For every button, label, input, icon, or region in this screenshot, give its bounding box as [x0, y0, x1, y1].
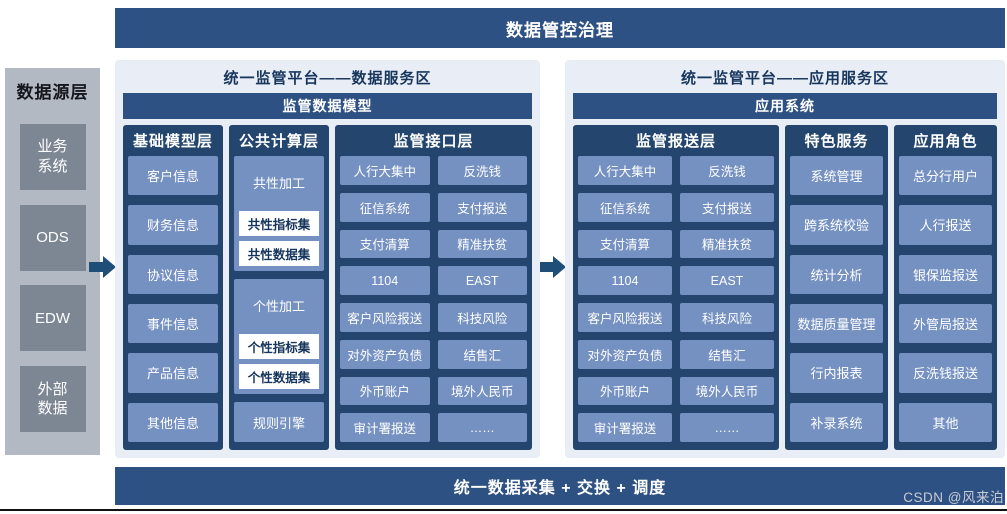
regulatory-data-model-bar: 监管数据模型: [123, 93, 532, 119]
diagram-box: 科技风险: [437, 303, 527, 332]
diagram-box: EAST: [437, 266, 527, 295]
diagram-box: 行内报表: [790, 353, 883, 393]
diagram-box: 反洗钱报送: [899, 353, 992, 393]
diagram-box: 统计分析: [790, 254, 883, 294]
diagram-box: 跨系统校验: [790, 205, 883, 245]
diagram-box: 境外人民币: [437, 376, 527, 406]
diagram-box: 银保监报送: [899, 254, 992, 294]
diagram-box: 反洗钱: [680, 156, 774, 185]
column-regulatory-interface-layer: 监管接口层 人行大集中 反洗钱 征信系统 支付报送 支付清算 精准扶贫 1104…: [335, 125, 532, 450]
csdn-watermark: CSDN @风来泊: [903, 490, 1004, 505]
diagram-box: 系统管理: [790, 156, 883, 196]
data-service-zone-panel: 统一监管平台——数据服务区 监管数据模型 基础模型层 客户信息 财务信息 协议信…: [115, 60, 540, 458]
special-service-items: 系统管理 跨系统校验 统计分析 数据质量管理 行内报表 补录系统: [790, 156, 883, 442]
rule-engine-box: 规则引擎: [234, 402, 324, 442]
diagram-box: 总分行用户: [899, 156, 992, 196]
diagram-box: 外币账户: [340, 376, 430, 406]
diagram-box: 精准扶贫: [680, 229, 774, 259]
diagram-box: EAST: [680, 266, 774, 295]
column-common-compute-layer: 公共计算层 共性加工 共性指标集 共性数据集 个性加工 个性指标集 个性数据集 …: [229, 125, 329, 450]
app-service-zone-title: 统一监管平台——应用服务区: [680, 70, 889, 87]
diagram-box-ellipsis: ……: [680, 413, 774, 442]
diagram-box: 补录系统: [790, 402, 883, 442]
diagram-box: 协议信息: [128, 254, 218, 294]
bottom-divider-line: [0, 509, 1007, 511]
column-base-model-layer: 基础模型层 客户信息 财务信息 协议信息 事件信息 产品信息 其他信息: [123, 125, 223, 450]
diagram-box: 支付报送: [680, 192, 774, 222]
diagram-box: 反洗钱: [437, 156, 527, 185]
diagram-box-white: 共性数据集: [239, 241, 319, 267]
diagram-box-white: 共性指标集: [239, 211, 319, 237]
source-box-external-data: 外部 数据: [19, 366, 86, 433]
diagram-box: 财务信息: [128, 205, 218, 245]
common-processing-group: 共性加工 共性指标集 共性数据集: [234, 156, 324, 272]
diagram-box: 人行大集中: [578, 156, 672, 185]
diagram-box: 对外资产负债: [340, 339, 430, 369]
column-title: 基础模型层: [132, 133, 213, 150]
data-source-items: 业务 系统 ODS EDW 外部 数据: [5, 103, 100, 455]
bottom-banner-unified-collection: 统一数据采集 + 交换 + 调度: [115, 467, 1005, 505]
diagram-box: 对外资产负债: [578, 339, 672, 369]
report-items-grid: 人行大集中 反洗钱 征信系统 支付报送 支付清算 精准扶贫 1104 EAST …: [578, 156, 774, 442]
application-role-items: 总分行用户 人行报送 银保监报送 外管局报送 反洗钱报送 其他: [899, 156, 992, 442]
diagram-box: 客户风险报送: [578, 303, 672, 332]
column-special-services: 特色服务 系统管理 跨系统校验 统计分析 数据质量管理 行内报表 补录系统: [785, 125, 888, 450]
diagram-box-white: 个性数据集: [239, 364, 319, 390]
column-application-roles: 应用角色 总分行用户 人行报送 银保监报送 外管局报送 反洗钱报送 其他: [894, 125, 997, 450]
source-box-ods: ODS: [19, 204, 86, 271]
column-title: 公共计算层: [238, 133, 319, 150]
diagram-box: 境外人民币: [680, 376, 774, 406]
source-box-business-system: 业务 系统: [19, 123, 86, 190]
diagram-box: 外管局报送: [899, 303, 992, 344]
column-regulatory-report-layer: 监管报送层 人行大集中 反洗钱 征信系统 支付报送 支付清算 精准扶贫 1104…: [573, 125, 779, 450]
diagram-box: 结售汇: [437, 339, 527, 369]
diagram-box-white: 个性指标集: [239, 334, 319, 360]
diagram-box: 1104: [578, 266, 672, 295]
diagram-box: 支付清算: [340, 229, 430, 259]
diagram-box: 1104: [340, 266, 430, 295]
interface-items-grid: 人行大集中 反洗钱 征信系统 支付报送 支付清算 精准扶贫 1104 EAST …: [340, 156, 527, 442]
data-service-zone-title: 统一监管平台——数据服务区: [223, 70, 432, 87]
group-label: 个性加工: [252, 298, 305, 314]
diagram-box: 支付清算: [578, 229, 672, 259]
diagram-box: 客户信息: [128, 156, 218, 196]
diagram-box: 客户风险报送: [340, 303, 430, 332]
diagram-box: 征信系统: [578, 192, 672, 222]
group-label: 共性加工: [252, 175, 305, 191]
diagram-box: 精准扶贫: [437, 229, 527, 259]
diagram-box: 其他: [899, 402, 992, 442]
data-source-layer-title: 数据源层: [16, 83, 89, 102]
diagram-box: 审计署报送: [578, 413, 672, 442]
app-service-columns: 监管报送层 人行大集中 反洗钱 征信系统 支付报送 支付清算 精准扶贫 1104…: [573, 125, 997, 450]
diagram-box: 人行报送: [899, 205, 992, 245]
application-system-bar: 应用系统: [573, 93, 997, 119]
diagram-box: 征信系统: [340, 192, 430, 222]
personal-processing-group: 个性加工 个性指标集 个性数据集: [234, 279, 324, 395]
diagram-box: 外币账户: [578, 376, 672, 406]
common-compute-body: 共性加工 共性指标集 共性数据集 个性加工 个性指标集 个性数据集 规则引擎: [234, 156, 324, 442]
data-source-layer-panel: 数据源层 业务 系统 ODS EDW 外部 数据: [5, 68, 100, 455]
diagram-box: 科技风险: [680, 303, 774, 332]
diagram-box: 其他信息: [128, 402, 218, 442]
column-title: 监管报送层: [635, 133, 716, 150]
source-box-edw: EDW: [19, 285, 86, 352]
diagram-box: 人行大集中: [340, 156, 430, 185]
right-arrow-icon: [539, 256, 566, 278]
top-banner-data-governance: 数据管控治理: [115, 8, 1005, 48]
diagram-box: 支付报送: [437, 192, 527, 222]
diagram-box-ellipsis: ……: [437, 413, 527, 442]
base-model-items: 客户信息 财务信息 协议信息 事件信息 产品信息 其他信息: [128, 156, 218, 442]
right-arrow-icon: [89, 256, 116, 278]
diagram-box: 数据质量管理: [790, 303, 883, 344]
column-title: 特色服务: [804, 133, 869, 150]
data-service-columns: 基础模型层 客户信息 财务信息 协议信息 事件信息 产品信息 其他信息 公共计算…: [123, 125, 532, 450]
app-service-zone-panel: 统一监管平台——应用服务区 应用系统 监管报送层 人行大集中 反洗钱 征信系统 …: [565, 60, 1005, 458]
column-title: 监管接口层: [393, 133, 474, 150]
diagram-box: 审计署报送: [340, 413, 430, 442]
diagram-box: 产品信息: [128, 353, 218, 393]
diagram-box: 事件信息: [128, 303, 218, 344]
diagram-box: 结售汇: [680, 339, 774, 369]
column-title: 应用角色: [913, 133, 978, 150]
